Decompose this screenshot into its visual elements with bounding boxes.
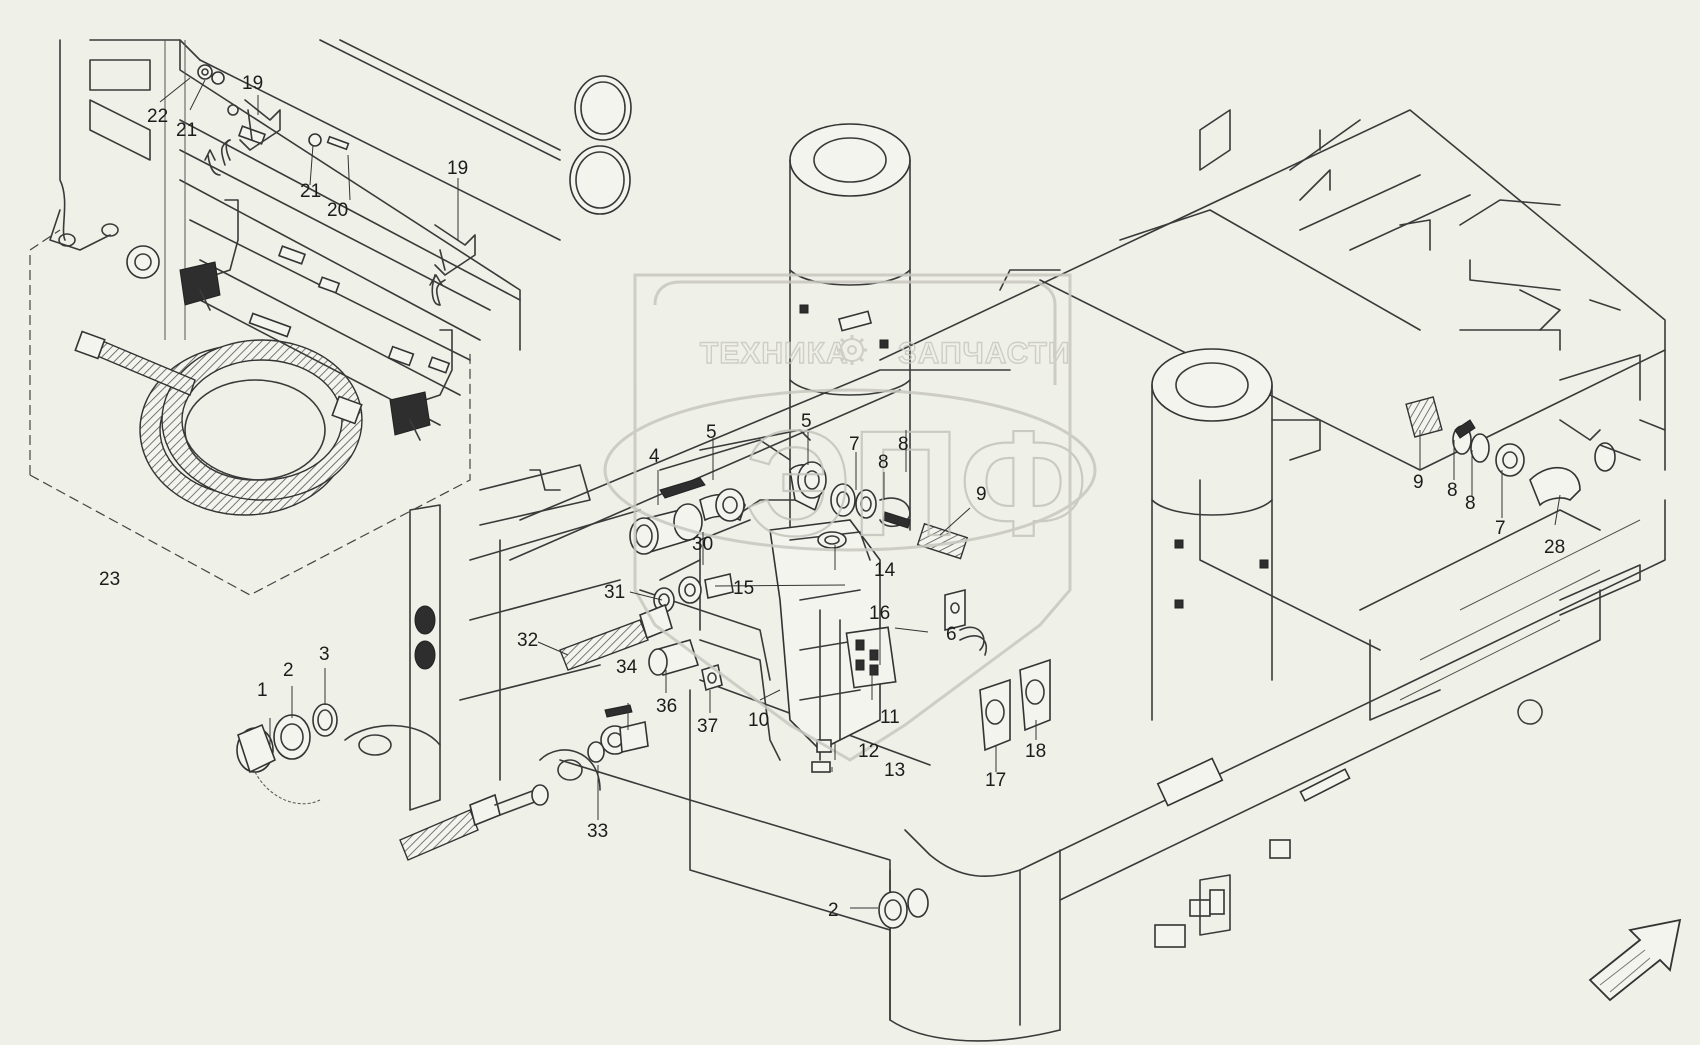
callout-9b: 9 bbox=[1413, 472, 1424, 493]
callout-19a: 19 bbox=[242, 73, 263, 94]
chassis-frame bbox=[509, 109, 1666, 1042]
ball-valve-34 bbox=[587, 704, 649, 763]
front-direction-arrow-icon bbox=[1588, 918, 1682, 1002]
callout-21a: 21 bbox=[176, 120, 197, 141]
callout-11: 11 bbox=[880, 707, 900, 728]
watermark: ТЕХНИКА ЗАПЧАСТИ ЭПФ bbox=[603, 273, 1097, 762]
leader-lines bbox=[159, 77, 1561, 909]
callout-2b: 2 bbox=[828, 900, 839, 921]
elbow-fitting-5 bbox=[699, 461, 827, 522]
callout-12: 12 bbox=[858, 741, 879, 762]
bracket-6 bbox=[944, 588, 966, 632]
hose-33 bbox=[399, 784, 549, 861]
callout-8d: 8 bbox=[1465, 493, 1476, 514]
hose-coil bbox=[74, 330, 363, 516]
callout-17: 17 bbox=[985, 770, 1006, 791]
callout-8c: 8 bbox=[1447, 480, 1458, 501]
quick-coupling-1 bbox=[236, 723, 321, 805]
left-side-frame bbox=[344, 429, 811, 811]
gear-icon bbox=[837, 335, 867, 365]
callout-2: 2 bbox=[283, 660, 294, 681]
callout-18: 18 bbox=[1025, 741, 1046, 762]
fitting-36 bbox=[648, 639, 700, 676]
callout-37: 37 bbox=[697, 716, 718, 737]
swing-column-front bbox=[1151, 348, 1321, 721]
callout-28: 28 bbox=[1544, 537, 1565, 558]
hose-32 bbox=[559, 603, 673, 671]
callout-6: 6 bbox=[946, 624, 957, 645]
callout-33: 33 bbox=[587, 821, 608, 842]
small-hardware bbox=[197, 64, 350, 151]
callout-21b: 21 bbox=[300, 181, 321, 202]
ball-valve-4 bbox=[629, 477, 706, 555]
callout-10: 10 bbox=[748, 710, 769, 731]
watermark-text-left: ТЕХНИКА bbox=[700, 337, 849, 370]
watermark-text-right: ЗАПЧАСТИ bbox=[898, 337, 1070, 370]
callout-8b: 8 bbox=[898, 434, 909, 455]
gasket-3 bbox=[312, 703, 338, 737]
callout-4: 4 bbox=[649, 446, 660, 467]
callout-16: 16 bbox=[869, 603, 890, 624]
callout-7b: 7 bbox=[1495, 518, 1506, 539]
engine-mounts-17-18 bbox=[959, 626, 1051, 752]
mounting-bracket-upper bbox=[179, 99, 281, 311]
callout-19b: 19 bbox=[447, 158, 468, 179]
callout-36: 36 bbox=[656, 696, 677, 717]
callout-9a: 9 bbox=[976, 484, 987, 505]
mounting-bracket-lower bbox=[389, 224, 476, 441]
watermark-logo: ЭПФ bbox=[745, 399, 1088, 567]
callout-3: 3 bbox=[319, 644, 330, 665]
coupling-lower-2 bbox=[878, 888, 929, 929]
callout-31: 31 bbox=[604, 582, 625, 603]
fitting-7-8 bbox=[830, 483, 969, 560]
callout-7a: 7 bbox=[849, 434, 860, 455]
callout-20: 20 bbox=[327, 200, 348, 221]
callout-labels: 1 2 3 4 5 5 6 7 7 8 8 8 8 9 9 10 11 12 1… bbox=[99, 73, 1565, 921]
assembly-arrows bbox=[220, 139, 987, 656]
callout-22: 22 bbox=[147, 106, 168, 127]
callout-32: 32 bbox=[517, 630, 538, 651]
callout-23: 23 bbox=[99, 569, 120, 590]
coupling-half-2 bbox=[273, 714, 311, 760]
callout-8a: 8 bbox=[878, 452, 889, 473]
callout-5a: 5 bbox=[706, 422, 717, 443]
callout-34: 34 bbox=[616, 657, 638, 678]
callout-14: 14 bbox=[874, 560, 896, 581]
callout-5b: 5 bbox=[801, 411, 812, 432]
callout-13: 13 bbox=[884, 760, 905, 781]
callout-30: 30 bbox=[692, 534, 713, 555]
callout-1: 1 bbox=[257, 680, 268, 701]
right-fittings bbox=[1405, 396, 1641, 507]
callout-15: 15 bbox=[733, 578, 754, 599]
